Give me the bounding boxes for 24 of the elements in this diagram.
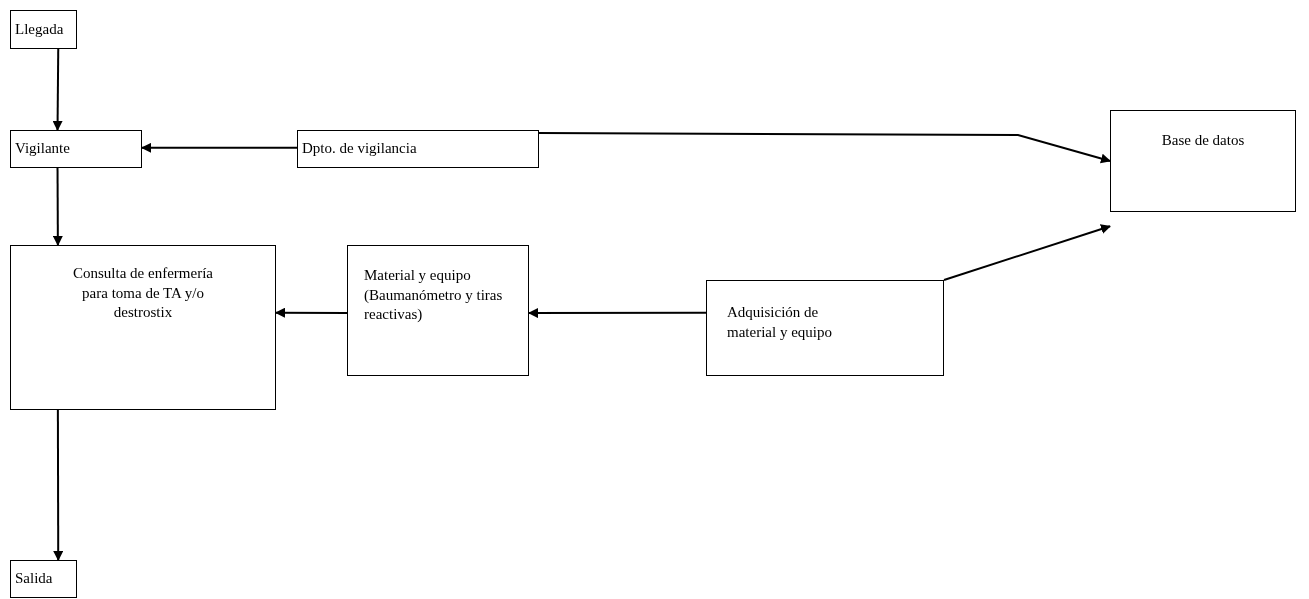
arrow	[53, 409, 64, 561]
arrow	[275, 307, 348, 318]
arrow	[52, 167, 63, 246]
box-label: Llegada	[15, 19, 64, 39]
box-label: Adquisición de material y equipo	[727, 303, 833, 342]
process-box	[10, 130, 142, 168]
arrow	[538, 132, 1111, 164]
arrow	[141, 142, 298, 153]
process-box	[10, 560, 77, 598]
box-label: Material y equipo (Baumanómetro y tiras reactivas)	[364, 266, 504, 324]
process-box	[706, 280, 944, 376]
process-box	[347, 245, 529, 376]
box-label: Vigilante	[15, 139, 70, 159]
process-box	[1110, 110, 1296, 212]
process-box	[10, 10, 77, 49]
process-box	[297, 130, 539, 168]
box-label: Base de datos	[1161, 131, 1245, 150]
box-label: Dpto. de vigilancia	[302, 139, 417, 159]
arrow	[52, 48, 63, 131]
arrow	[528, 308, 707, 319]
box-label: Salida	[15, 569, 53, 589]
arrow	[943, 224, 1111, 281]
process-box	[10, 245, 276, 410]
box-label: Consulta de enfermería para toma de TA y/o destrostix	[72, 264, 214, 322]
